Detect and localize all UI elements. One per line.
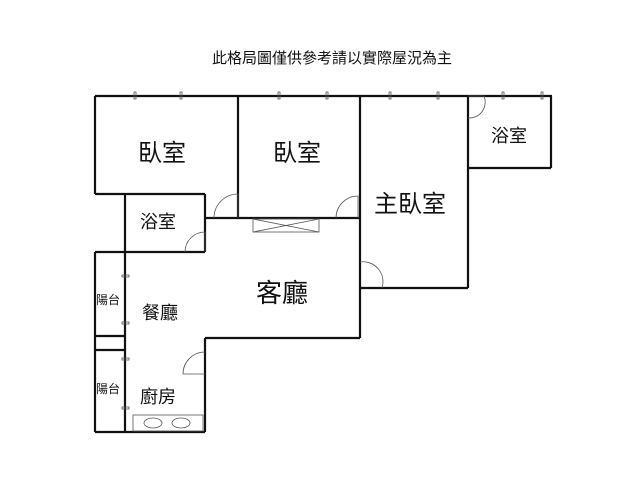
room-bathroom-1: 浴室 (491, 126, 527, 147)
window-marks (121, 91, 544, 410)
room-balcony-2: 陽台 (96, 382, 121, 396)
room-living-room: 客廳 (256, 279, 309, 309)
tv-cabinet (252, 218, 320, 233)
plan-title: 此格局圖僅供參考請以實際屋況為主 (212, 49, 453, 67)
room-kitchen: 廚房 (140, 387, 176, 408)
room-bathroom-2: 浴室 (140, 212, 176, 233)
room-dining-room: 餐廳 (142, 303, 178, 324)
room-master-bedroom: 主臥室 (374, 190, 446, 218)
room-bedroom-2: 臥室 (273, 139, 321, 167)
stove-icon (132, 414, 204, 432)
room-balcony-1: 陽台 (96, 293, 121, 307)
room-bedroom-1: 臥室 (138, 139, 186, 167)
door-arcs (182, 95, 486, 375)
